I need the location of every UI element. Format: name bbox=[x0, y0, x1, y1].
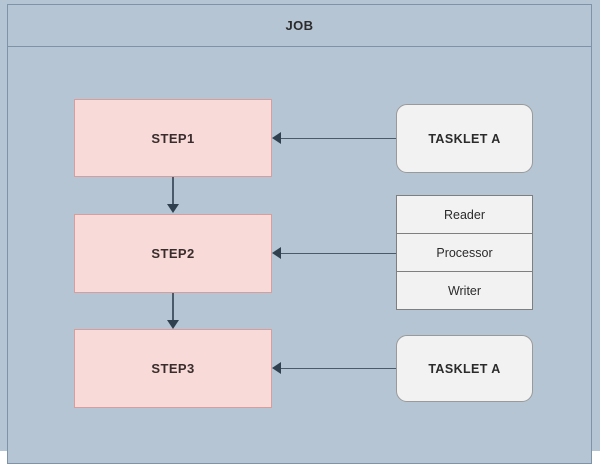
chunk-stack: Reader Processor Writer bbox=[396, 195, 533, 313]
connector-tasklet1-to-step1 bbox=[280, 137, 396, 140]
step-box-step1[interactable]: STEP1 bbox=[74, 99, 272, 177]
chunk-row-processor[interactable]: Processor bbox=[396, 232, 533, 273]
step-box-step2[interactable]: STEP2 bbox=[74, 214, 272, 293]
step-label: STEP3 bbox=[151, 361, 195, 376]
arrowhead-left-icon bbox=[272, 362, 281, 374]
connector-tasklet2-to-step3 bbox=[280, 367, 396, 370]
tasklet-label: TASKLET A bbox=[428, 131, 501, 146]
connector-step2-to-step3 bbox=[172, 293, 174, 320]
job-container: JOB STEP1 STEP2 STEP3 TASKLET A TASKLET … bbox=[7, 4, 592, 464]
step-box-step3[interactable]: STEP3 bbox=[74, 329, 272, 408]
chunk-row-writer[interactable]: Writer bbox=[396, 270, 533, 311]
tasklet-box-step3[interactable]: TASKLET A bbox=[396, 335, 533, 402]
chunk-label: Writer bbox=[447, 283, 482, 298]
step-label: STEP2 bbox=[151, 246, 195, 261]
arrowhead-left-icon bbox=[272, 247, 281, 259]
step-label: STEP1 bbox=[151, 130, 195, 146]
job-header: JOB bbox=[8, 5, 591, 47]
job-title: JOB bbox=[285, 18, 314, 33]
tasklet-box-step1[interactable]: TASKLET A bbox=[396, 104, 533, 173]
arrowhead-down-icon bbox=[167, 320, 179, 329]
tasklet-label: TASKLET A bbox=[428, 361, 501, 376]
arrowhead-left-icon bbox=[272, 132, 281, 144]
connector-chunkstack-to-step2 bbox=[280, 252, 396, 255]
chunk-row-reader[interactable]: Reader bbox=[396, 195, 533, 235]
connector-step1-to-step2 bbox=[172, 177, 174, 204]
arrowhead-down-icon bbox=[167, 204, 179, 213]
chunk-label: Reader bbox=[444, 207, 485, 222]
chunk-label: Processor bbox=[436, 245, 493, 260]
